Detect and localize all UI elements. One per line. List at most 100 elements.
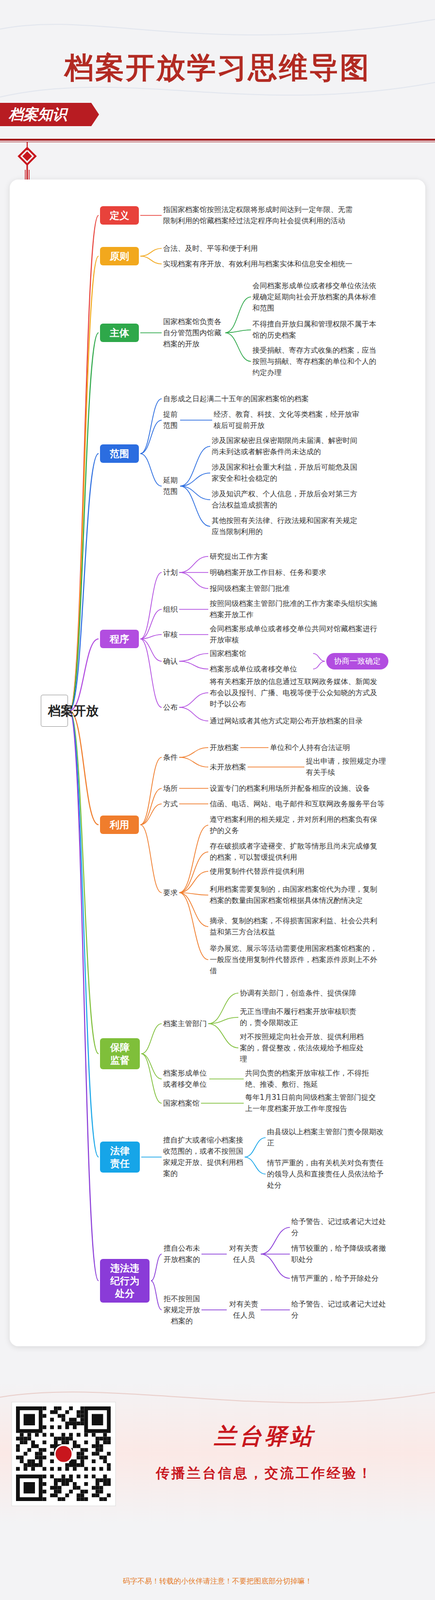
qr-module — [72, 1483, 77, 1488]
topic-text: 国家档案馆 — [163, 1098, 200, 1110]
node-text: 国家档案馆 — [163, 1098, 200, 1110]
qr-module — [76, 1464, 81, 1469]
qr-module — [27, 1437, 32, 1442]
topic-text: 举办展览、展示等活动需要使用国家档案馆档案的，一般应当使用复制件代替原件，档案原… — [209, 943, 383, 978]
node-text: 审核 — [163, 629, 178, 641]
consensus-pill: 协商一致确定 — [326, 653, 389, 670]
qr-module — [72, 1418, 77, 1423]
node-text: 情节严重的，由有关机关对负有责任的领导人员和直接责任人员依法给予处分 — [267, 1158, 384, 1192]
qr-module — [68, 1475, 73, 1480]
qr-module — [31, 1464, 35, 1469]
qr-module — [102, 1441, 107, 1446]
branch-topic: 主体 — [100, 323, 139, 343]
qr-module — [99, 1456, 104, 1461]
branch-connector — [201, 1254, 227, 1256]
topic-text: 存在破损或者字迹褪变、扩散等情形且尚未完成修复的档案，可以暂缓提供利用 — [209, 841, 383, 864]
qr-module — [95, 1453, 100, 1457]
qr-module — [65, 1468, 69, 1473]
branch-connector — [179, 653, 209, 662]
topic-text: 报同级档案主管部门批准 — [209, 583, 385, 595]
node-text: 无正当理由不履行档案开放审核职责的，责令限期改正 — [239, 1006, 364, 1030]
branch-connector — [179, 825, 209, 894]
topic-text: 将有关档案开放的信息通过互联网政务媒体、新闻发布会以及报刊、广播、电视等便于公众… — [209, 676, 383, 711]
qr-module — [23, 1468, 28, 1473]
branch-connector — [208, 993, 239, 1025]
branch-connector — [140, 572, 162, 640]
footer-band — [0, 1383, 435, 1525]
topic-text: 合法、及时、平等和便于利用 — [163, 243, 358, 255]
node-text: 按照同级档案主管部门批准的工作方案牵头组织实施档案开放工作 — [209, 598, 383, 621]
topic-text: 每年1月31日前向同级档案主管部门提交上一年度档案开放工作年度报告 — [245, 1092, 379, 1116]
qr-module — [50, 1453, 54, 1457]
topic-text: 延期范围 — [163, 475, 179, 498]
topic-text: 利用档案需要复制的，由国家档案馆代为办理，复制档案的数量由国家档案馆根据具体情况… — [209, 884, 383, 907]
qr-module — [99, 1487, 104, 1491]
qr-module — [53, 1437, 58, 1442]
topic-text: 经济、教育、科技、文化等类档案，经开放审核后可提前开放 — [213, 409, 360, 432]
node-text: 利用档案需要复制的，由国家档案馆代为办理，复制档案的数量由国家档案馆根据具体情况… — [209, 884, 383, 907]
qr-module — [16, 1445, 20, 1450]
qr-module — [80, 1453, 85, 1457]
qr-module — [99, 1437, 104, 1442]
qr-module — [106, 1494, 111, 1499]
node-text: 存在破损或者字迹褪变、扩散等情形且尚未完成修复的档案，可以暂缓提供利用 — [209, 841, 383, 864]
branch-connector — [179, 634, 209, 636]
topic-text: 国家档案馆 — [209, 648, 312, 660]
qr-module — [102, 1434, 107, 1439]
qr-module — [65, 1411, 69, 1416]
node-text: 开放档案 — [209, 742, 239, 754]
branch-connector — [240, 747, 269, 749]
topic-text: 遵守档案利用的相关规定，并对所利用的档案负有保护的义务 — [209, 814, 383, 837]
qr-module — [99, 1479, 104, 1484]
topic-text: 提前范围 — [163, 409, 179, 432]
node-text: 档案形成单位或者移交单位 — [209, 664, 312, 676]
topic-text: 明确档案开放工作目标、任务和要求 — [209, 567, 385, 579]
qr-module — [57, 1498, 62, 1503]
branch-connector — [69, 711, 99, 1282]
qr-finder — [17, 1477, 41, 1501]
branch-connector — [179, 556, 209, 573]
node-text: 对有关责任人员 — [228, 1243, 260, 1267]
qr-module — [34, 1456, 39, 1461]
node-text: 举办展览、展示等活动需要使用国家档案馆档案的，一般应当使用复制件代替原件，档案原… — [209, 943, 383, 978]
node-text: 合法、及时、平等和便于利用 — [163, 243, 358, 255]
topic-text: 给予警告、记过或者记大过处分 — [291, 1299, 386, 1322]
qr-module — [61, 1437, 66, 1442]
qr-module — [19, 1434, 24, 1439]
qr-module — [65, 1483, 69, 1488]
qr-module — [57, 1426, 62, 1431]
qr-module — [16, 1449, 20, 1454]
qr-module — [80, 1460, 85, 1465]
branch-connector — [140, 609, 162, 640]
qr-module — [65, 1479, 69, 1484]
qr-module — [34, 1445, 39, 1450]
qr-module — [83, 1468, 88, 1473]
qr-module — [42, 1426, 47, 1431]
qr-module — [83, 1498, 88, 1503]
qr-module — [72, 1441, 77, 1446]
branch-connector — [179, 788, 209, 790]
branch-connector — [179, 852, 209, 894]
topic-text: 由县级以上档案主管部门责令限期改正 — [267, 1127, 384, 1150]
qr-module — [80, 1411, 85, 1416]
branch-connector — [140, 804, 162, 826]
node-text: 违法违纪行为处分 — [109, 1262, 140, 1301]
qr-module — [53, 1494, 58, 1499]
node-text: 经济、教育、科技、文化等类档案，经开放审核后可提前开放 — [213, 409, 360, 432]
branch-connector — [140, 788, 162, 826]
qr-module — [50, 1445, 54, 1450]
node-text: 自形成之日起满二十五年的国家档案馆的档案 — [163, 393, 348, 405]
node-text: 涉及国家和社会重大利益，开放后可能危及国家安全和社会稳定的 — [211, 462, 360, 485]
branch-topic: 定义 — [100, 206, 139, 225]
qr-module — [106, 1453, 111, 1457]
qr-module — [80, 1449, 85, 1454]
topic-text: 提出申请，按照规定办理有关手续 — [305, 756, 386, 779]
qr-module — [23, 1437, 28, 1442]
topic-text: 指国家档案馆按照法定权限将形成时间达到一定年限、无需限制利用的馆藏档案经过法定程… — [163, 204, 358, 227]
node-text: 对有关责任人员 — [228, 1299, 260, 1322]
node-text: 组织 — [163, 604, 178, 616]
qr-module — [65, 1441, 69, 1446]
qr-finder — [17, 1409, 41, 1433]
qr-module — [68, 1407, 73, 1412]
branch-connector — [141, 1054, 162, 1105]
